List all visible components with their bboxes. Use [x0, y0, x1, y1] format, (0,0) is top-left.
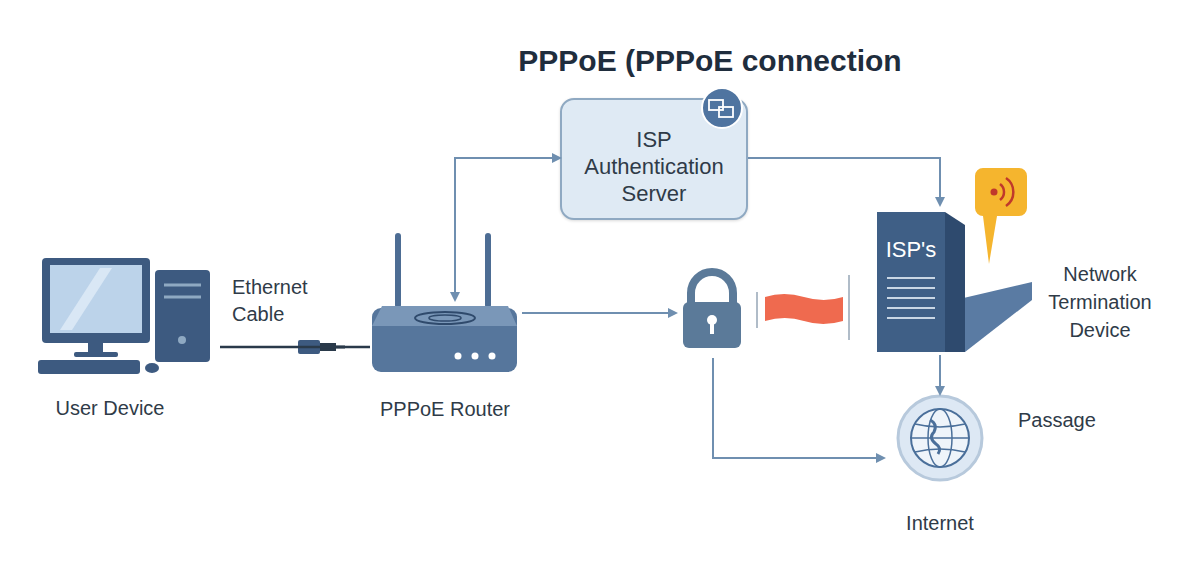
ethernet-plug-pin — [336, 346, 345, 349]
drive-slot — [164, 284, 201, 287]
router-logo — [415, 312, 475, 324]
device-vent — [887, 287, 935, 289]
pppoe-router: PPPoE Router — [370, 300, 520, 422]
router-label: PPPoE Router — [370, 396, 520, 423]
monitor-base — [74, 352, 118, 357]
lock-to-internet-arrow — [713, 358, 884, 458]
server-icon — [702, 88, 742, 128]
router-led — [455, 353, 462, 360]
computer-tower — [155, 270, 210, 362]
wifi-tag — [975, 168, 1027, 264]
mouse — [145, 363, 159, 373]
barrier-line — [756, 292, 758, 328]
connector — [220, 346, 370, 349]
router-led — [472, 353, 479, 360]
device-front — [877, 212, 945, 352]
wifi-wave — [1000, 184, 1004, 200]
network-termination-device: ISP'sNetwork Termination Device — [870, 205, 1170, 355]
router-antenna — [395, 233, 401, 308]
server-icon-window — [719, 107, 733, 117]
ethernet-plug — [298, 340, 320, 354]
auth-server-box: ISP Authentication Server — [560, 98, 748, 220]
server-icon-window — [709, 100, 723, 110]
lock-shackle — [691, 272, 733, 304]
device-vent — [887, 317, 935, 319]
wifi-dot — [991, 189, 998, 196]
ethernet-plug-tip — [320, 343, 336, 351]
user-device: User Device — [35, 255, 220, 425]
globe-halo — [898, 396, 982, 480]
diagram-title: PPPoE (PPPoE connection — [330, 42, 1090, 80]
server-label: ISP Authentication Server — [574, 126, 734, 207]
power-button — [178, 336, 186, 344]
device-vent — [887, 297, 935, 299]
region-label: Passage — [1018, 407, 1128, 434]
globe — [911, 409, 969, 467]
device-vent — [887, 277, 935, 279]
monitor-stand — [88, 343, 103, 353]
device-label: Network Termination Device — [1030, 260, 1170, 344]
drive-slot — [164, 296, 201, 299]
internet-globe: Internet — [880, 394, 1000, 539]
router-led — [489, 353, 496, 360]
edge-label: Ethernet Cable — [232, 274, 337, 328]
globe-equator — [911, 437, 969, 439]
screen-glare — [60, 268, 112, 330]
device-brand: ISP's — [877, 237, 945, 263]
router-top — [372, 306, 517, 326]
device-vent — [887, 307, 935, 309]
arrow-to-lock — [522, 312, 676, 314]
keyboard — [38, 360, 140, 374]
connector — [748, 158, 940, 205]
router-antenna — [485, 233, 491, 308]
device-label: User Device — [35, 395, 185, 422]
router-logo — [429, 315, 461, 321]
lock-body — [683, 302, 741, 348]
device-side — [945, 212, 965, 352]
globe-land — [930, 420, 940, 454]
monitor — [42, 258, 150, 343]
connector — [939, 355, 941, 394]
internet-label: Internet — [880, 510, 1000, 537]
firewall-band — [765, 294, 843, 324]
keyhole — [710, 322, 714, 334]
wifi-wave — [1006, 178, 1013, 206]
barrier-line — [848, 275, 850, 340]
device-base — [955, 282, 1032, 352]
monitor-screen — [50, 265, 142, 333]
connector — [455, 158, 560, 300]
